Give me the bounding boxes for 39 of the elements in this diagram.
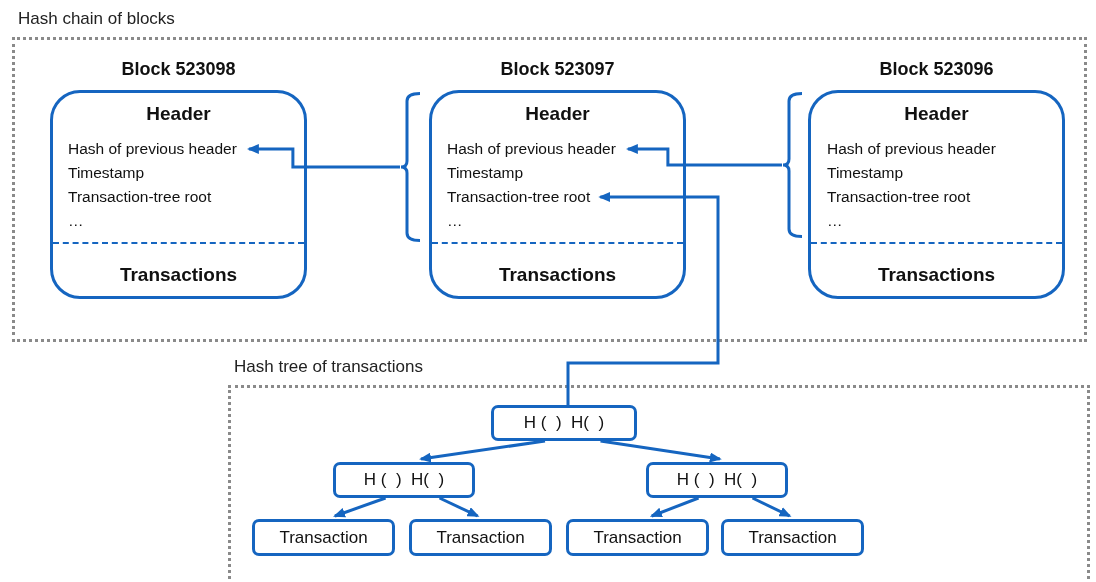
transaction-box: Transaction xyxy=(409,519,552,556)
block-title: Block 523097 xyxy=(499,59,616,80)
header-field-text: Transaction-tree root xyxy=(827,188,971,206)
group-title: Hash tree of transactions xyxy=(234,357,423,377)
section-heading: Header xyxy=(903,103,970,125)
header-field-text: Hash of previous header xyxy=(68,140,237,158)
hash-pair-box: H ( ) H( ) xyxy=(333,462,475,498)
arrow xyxy=(751,496,792,518)
bracket xyxy=(400,92,420,242)
transaction-box: Transaction xyxy=(566,519,709,556)
header-field-text: Hash of previous header xyxy=(827,140,996,158)
arrow xyxy=(625,144,782,167)
header-field-text: … xyxy=(68,212,84,230)
header-field-text: … xyxy=(827,212,843,230)
bracket xyxy=(782,92,802,238)
block-title: Block 523098 xyxy=(120,59,237,80)
hash-pair-box: H ( ) H( ) xyxy=(491,405,637,441)
header-field-text: Timestamp xyxy=(447,164,524,182)
transaction-box: Transaction xyxy=(721,519,864,556)
section-heading: Header xyxy=(145,103,212,125)
header-field-text: … xyxy=(447,212,463,230)
section-heading: Transactions xyxy=(497,264,618,286)
arrow xyxy=(419,439,546,463)
hash-pair-box: H ( ) H( ) xyxy=(646,462,788,498)
header-field-text: Transaction-tree root xyxy=(68,188,212,206)
block-title: Block 523096 xyxy=(878,59,995,80)
header-field-text: Hash of previous header xyxy=(447,140,616,158)
section-heading: Transactions xyxy=(876,264,997,286)
group-title: Hash chain of blocks xyxy=(18,9,175,29)
section-heading: Transactions xyxy=(118,264,239,286)
header-field-text: Timestamp xyxy=(827,164,904,182)
transaction-box: Transaction xyxy=(252,519,395,556)
arrow xyxy=(438,496,480,518)
arrow xyxy=(566,192,720,405)
section-heading: Header xyxy=(524,103,591,125)
header-field-text: Timestamp xyxy=(68,164,145,182)
arrow xyxy=(246,144,400,169)
header-field-text: Transaction-tree root xyxy=(447,188,591,206)
arrow xyxy=(600,439,722,463)
